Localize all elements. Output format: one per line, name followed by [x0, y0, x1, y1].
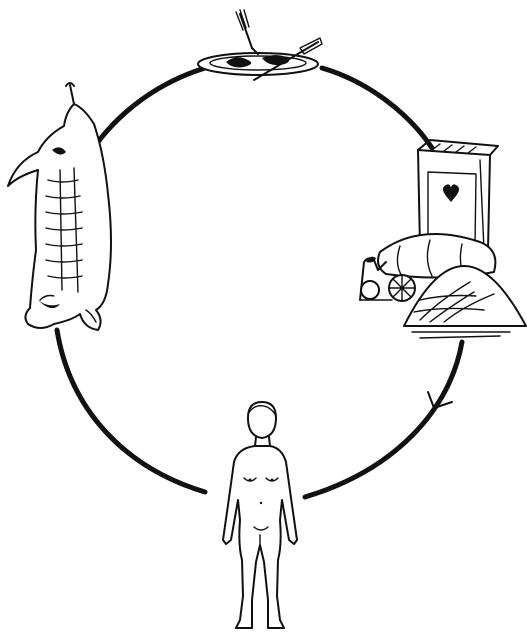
outhouse-and-manure-cart-icon: [360, 140, 526, 338]
slaughtered-pig-carcass-icon: [8, 83, 111, 330]
arc-manure-to-human: [305, 342, 462, 497]
arc-pig-to-plate: [92, 68, 205, 150]
plate-with-fork-and-knife-icon: [198, 10, 322, 80]
arc-human-to-pig: [57, 330, 205, 492]
human-figure-icon: [223, 402, 297, 628]
arc-plate-to-outhouse: [322, 68, 432, 148]
